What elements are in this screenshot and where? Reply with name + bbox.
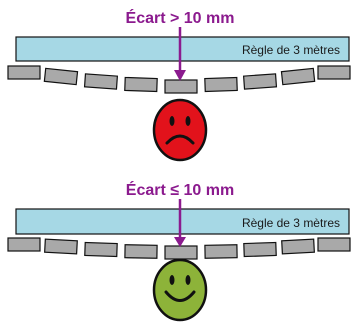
ruler-bottom: Règle de 3 mètres	[15, 208, 350, 235]
tile	[280, 67, 316, 86]
tile	[281, 238, 315, 255]
gap-arrow-bottom	[174, 199, 186, 247]
gap-label-top: Écart > 10 mm	[126, 8, 235, 27]
tile	[204, 244, 238, 259]
ruler-bar	[15, 208, 350, 235]
ruler-bar	[15, 36, 350, 62]
tile	[44, 238, 78, 255]
tile	[164, 245, 198, 260]
ruler-label-bottom: Règle de 3 mètres	[242, 216, 340, 230]
smiling-face-icon	[152, 258, 208, 322]
tile	[83, 73, 119, 90]
tile	[124, 244, 158, 259]
tile	[84, 241, 118, 258]
ruler-top: Règle de 3 mètres	[15, 36, 350, 62]
tile	[7, 237, 41, 252]
tile	[242, 73, 278, 90]
panel-bottom: Écart ≤ 10 mm Règle de 3 mètres	[7, 180, 351, 322]
gap-label-bottom: Écart ≤ 10 mm	[126, 180, 234, 199]
tiles-top	[7, 65, 351, 94]
ruler-label-top: Règle de 3 mètres	[242, 43, 340, 57]
tile	[43, 67, 79, 86]
tile	[164, 79, 198, 94]
tile	[7, 65, 41, 80]
tile	[317, 65, 351, 80]
tile	[243, 241, 277, 258]
tile	[317, 237, 351, 252]
gap-arrow-top	[174, 27, 186, 81]
frowning-face-icon	[152, 98, 208, 162]
tile	[124, 76, 158, 93]
tile	[204, 76, 238, 93]
tiles-bottom	[7, 237, 351, 260]
panel-top: Écart > 10 mm Règle de 3 mètres	[7, 8, 351, 162]
